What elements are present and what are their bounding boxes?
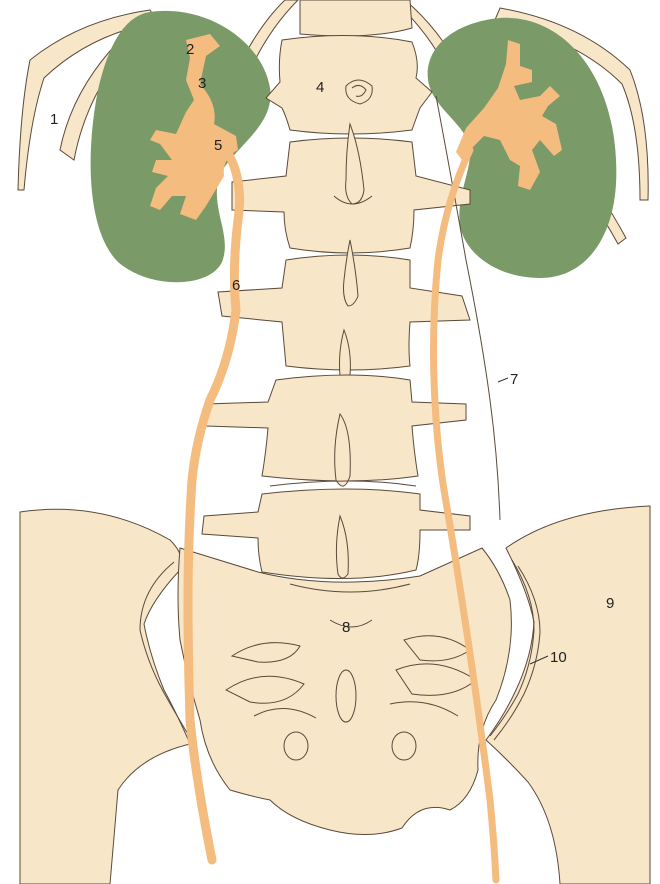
- label-7-psoas: 7: [510, 371, 518, 388]
- label-9-ilium: 9: [606, 595, 614, 612]
- vertebra-l4: [202, 489, 470, 579]
- vertebra-top-body: [266, 35, 432, 134]
- label-3-major-calyx: 3: [198, 75, 206, 92]
- label-8-sacrum: 8: [342, 619, 350, 636]
- leader-line-7: [498, 378, 508, 382]
- left-ilium: [20, 509, 190, 884]
- label-2-minor-calyx: 2: [186, 41, 194, 58]
- vertebra-t12: [300, 0, 412, 36]
- label-1-rib: 1: [50, 111, 58, 128]
- label-5-renal-pelvis: 5: [214, 137, 222, 154]
- label-4-vertebra: 4: [316, 79, 324, 96]
- label-6-ureter: 6: [232, 277, 240, 294]
- right-ilium: [486, 506, 650, 884]
- label-10-iliac-margin: 10: [550, 649, 567, 666]
